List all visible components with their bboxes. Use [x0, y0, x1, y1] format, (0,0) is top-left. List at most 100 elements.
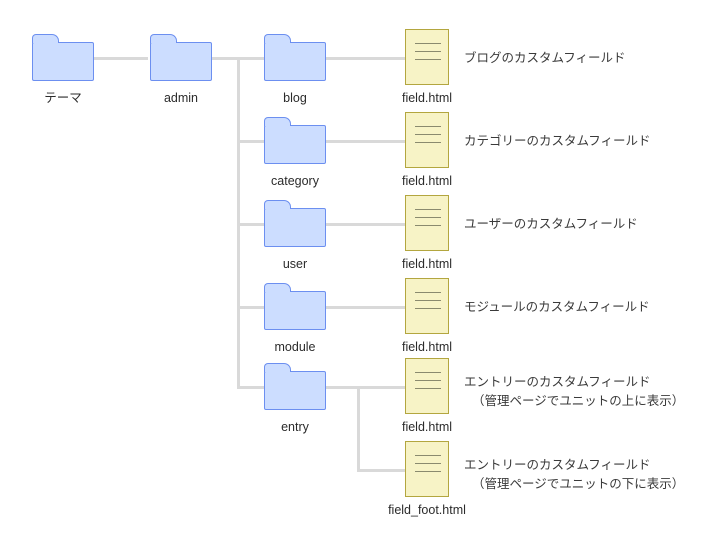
file-node-entry-field-foot[interactable] — [405, 441, 449, 497]
connector-entry-to-field-foot — [357, 469, 405, 472]
file-line — [415, 388, 441, 389]
file-icon — [405, 358, 449, 414]
folder-icon — [150, 34, 212, 81]
folder-tab — [264, 200, 291, 209]
file-icon — [405, 29, 449, 85]
description-line1: エントリーのカスタムフィールド — [464, 375, 651, 389]
folder-node-admin[interactable] — [150, 34, 212, 81]
connector-entry-split-vertical — [357, 386, 360, 472]
file-line — [415, 308, 441, 309]
folder-notch — [266, 40, 290, 45]
folder-node-blog[interactable] — [264, 34, 326, 81]
file-line — [415, 43, 441, 44]
folder-body — [32, 42, 94, 81]
file-line — [415, 209, 441, 210]
file-node-entry-field[interactable] — [405, 358, 449, 414]
folder-tab — [264, 34, 291, 43]
folder-body — [264, 291, 326, 330]
folder-notch — [266, 123, 290, 128]
file-label-category-field: field.html — [401, 174, 453, 188]
file-label-blog-field: field.html — [401, 91, 453, 105]
file-line — [415, 134, 441, 135]
folder-notch — [266, 289, 290, 294]
file-label-entry-field-foot: field_foot.html — [388, 503, 466, 517]
connector-user-to-file — [326, 223, 405, 226]
connector-trunk-to-category — [237, 140, 264, 143]
file-line — [415, 126, 441, 127]
folder-tab — [264, 117, 291, 126]
file-label-entry-field: field.html — [401, 420, 453, 434]
description-line2: （管理ページでユニットの上に表示） — [472, 394, 685, 409]
description-entry-foot: エントリーのカスタムフィールド （管理ページでユニットの下に表示） — [464, 456, 684, 495]
file-icon — [405, 195, 449, 251]
folder-label-user: user — [282, 257, 308, 271]
folder-body — [264, 371, 326, 410]
file-line — [415, 372, 441, 373]
file-icon — [405, 112, 449, 168]
folder-node-category[interactable] — [264, 117, 326, 164]
description-line1: カテゴリーのカスタムフィールド — [464, 134, 651, 148]
file-label-module-field: field.html — [401, 340, 453, 354]
description-category: カテゴリーのカスタムフィールド — [464, 132, 651, 151]
folder-icon — [264, 34, 326, 81]
folder-node-module[interactable] — [264, 283, 326, 330]
file-line — [415, 51, 441, 52]
file-line — [415, 471, 441, 472]
folder-node-entry[interactable] — [264, 363, 326, 410]
folder-label-category: category — [271, 174, 319, 188]
connector-entry-to-field — [357, 386, 405, 389]
connector-trunk-to-entry — [237, 386, 264, 389]
connector-root-to-admin — [94, 57, 148, 60]
file-line — [415, 59, 441, 60]
file-line — [415, 463, 441, 464]
folder-notch — [152, 40, 176, 45]
folder-body — [264, 208, 326, 247]
file-line — [415, 225, 441, 226]
folder-tab — [32, 34, 59, 43]
folder-label-module: module — [274, 340, 316, 354]
file-icon — [405, 278, 449, 334]
description-line1: モジュールのカスタムフィールド — [464, 300, 650, 314]
file-node-user-field[interactable] — [405, 195, 449, 251]
description-module: モジュールのカスタムフィールド — [464, 298, 650, 317]
connector-entry-to-split — [326, 386, 360, 389]
connector-trunk-to-user — [237, 223, 264, 226]
file-line — [415, 300, 441, 301]
folder-body — [264, 42, 326, 81]
connector-trunk-to-module — [237, 306, 264, 309]
description-blog: ブログのカスタムフィールド — [464, 49, 626, 68]
folder-tab — [264, 283, 291, 292]
folder-icon — [264, 283, 326, 330]
file-line — [415, 455, 441, 456]
folder-node-user[interactable] — [264, 200, 326, 247]
description-line1: ブログのカスタムフィールド — [464, 51, 626, 65]
description-line1: ユーザーのカスタムフィールド — [464, 217, 638, 231]
description-line2: （管理ページでユニットの下に表示） — [472, 477, 685, 492]
file-line — [415, 292, 441, 293]
folder-icon — [32, 34, 94, 81]
connector-admin-to-trunk — [212, 57, 240, 60]
file-node-module-field[interactable] — [405, 278, 449, 334]
connector-module-to-file — [326, 306, 405, 309]
folder-body — [150, 42, 212, 81]
folder-label-entry: entry — [281, 420, 309, 434]
folder-icon — [264, 363, 326, 410]
folder-icon — [264, 200, 326, 247]
connector-category-to-file — [326, 140, 405, 143]
folder-tab — [150, 34, 177, 43]
folder-tab — [264, 363, 291, 372]
file-node-blog-field[interactable] — [405, 29, 449, 85]
folder-icon — [264, 117, 326, 164]
folder-notch — [266, 206, 290, 211]
file-line — [415, 380, 441, 381]
file-node-category-field[interactable] — [405, 112, 449, 168]
description-user: ユーザーのカスタムフィールド — [464, 215, 638, 234]
file-label-user-field: field.html — [401, 257, 453, 271]
folder-body — [264, 125, 326, 164]
folder-node-theme[interactable] — [32, 34, 94, 81]
file-line — [415, 217, 441, 218]
folder-notch — [34, 40, 58, 45]
folder-label-admin: admin — [163, 91, 199, 105]
description-entry-head: エントリーのカスタムフィールド （管理ページでユニットの上に表示） — [464, 373, 684, 412]
